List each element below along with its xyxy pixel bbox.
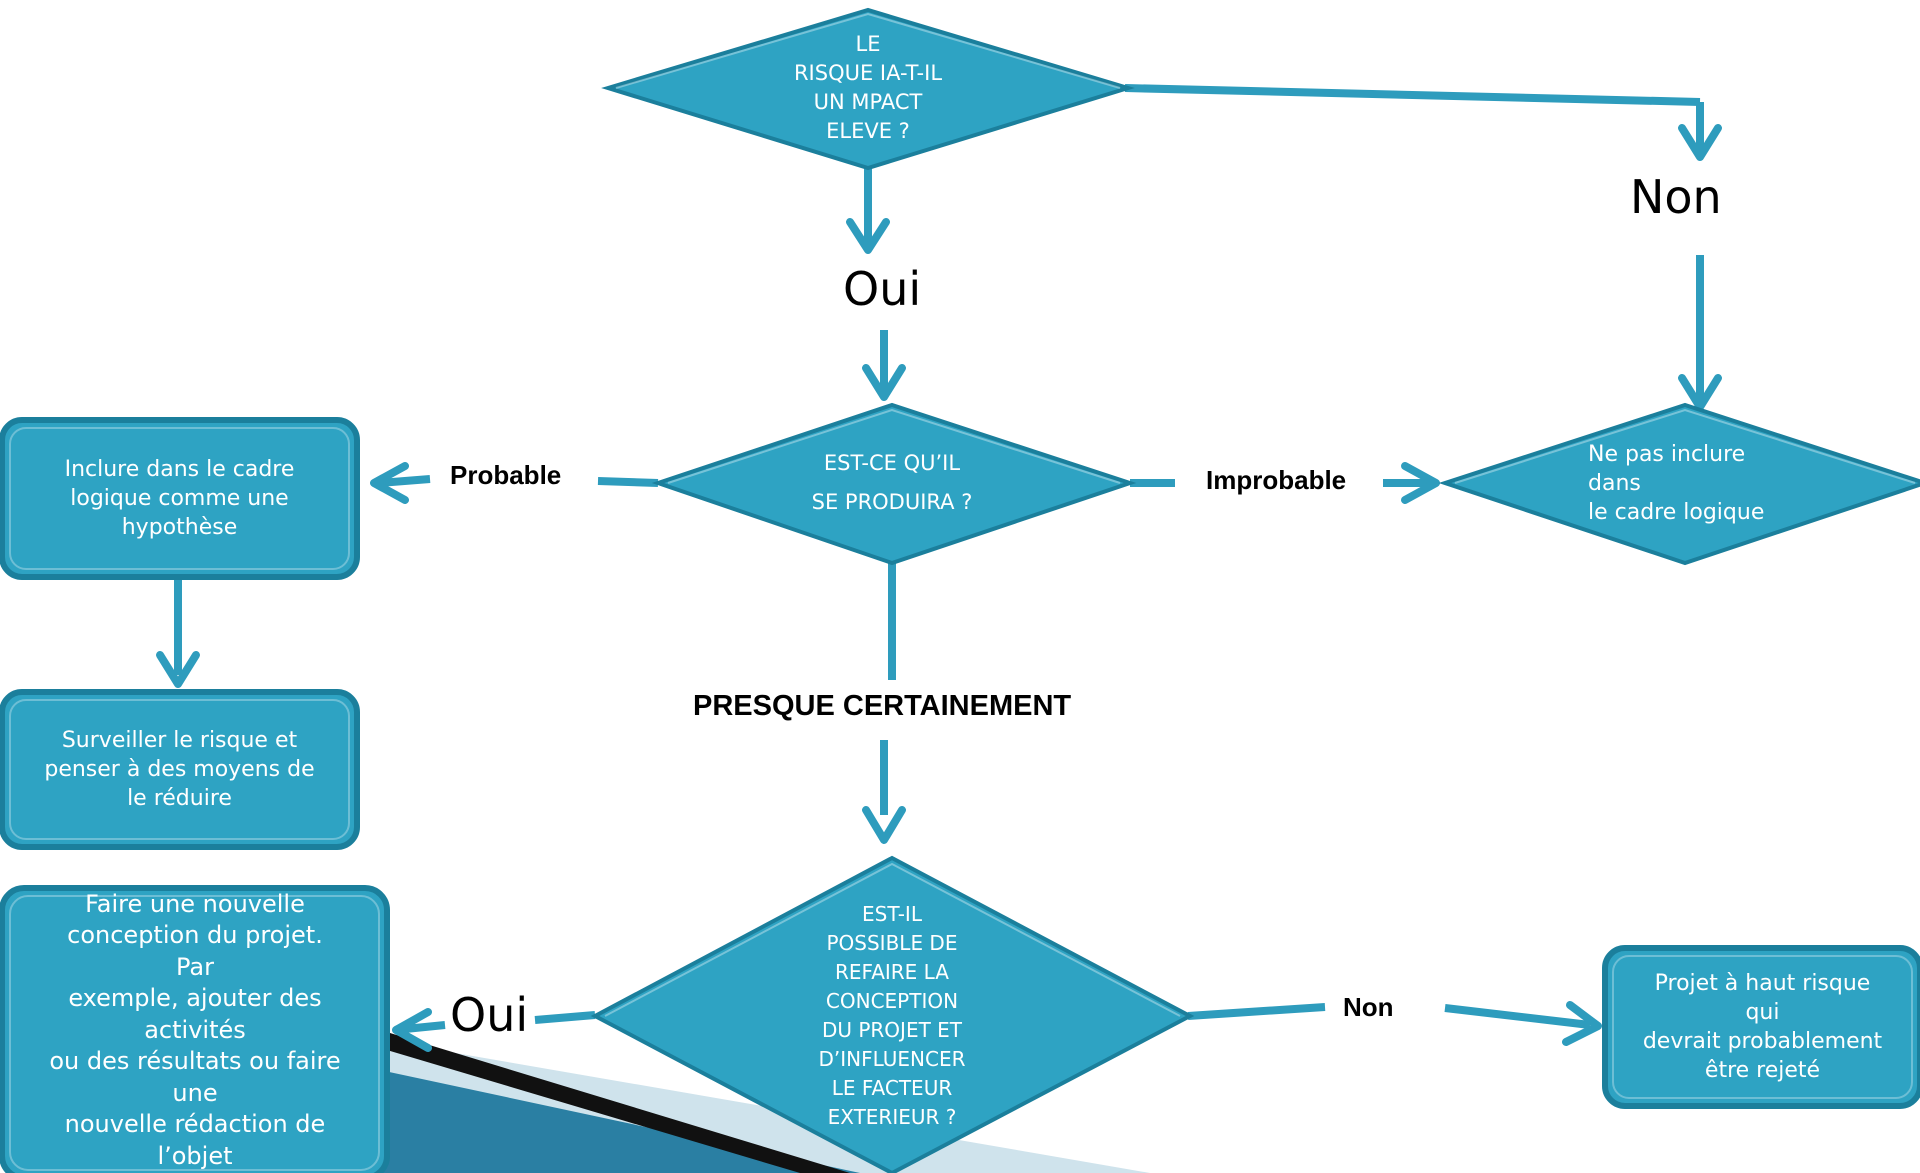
label-non-top: Non: [1630, 170, 1722, 224]
box-new-design-text: Faire une nouvelle conception du projet.…: [49, 889, 341, 1170]
box-monitor: [0, 689, 360, 850]
box-new-design: [0, 885, 390, 1173]
box-high-risk: [1602, 945, 1920, 1109]
label-improbable: Improbable: [1206, 465, 1347, 495]
diamond-probability-text: EST-CE QU’IL SE PRODUIRA ?: [811, 451, 973, 514]
box-include: [0, 417, 360, 580]
box-monitor-text: Surveiller le risque et penser à des moy…: [44, 728, 315, 811]
label-oui-bottom: Oui: [450, 988, 529, 1042]
diamond-exclude-text: Ne pas inclure dans le cadre logique: [1588, 441, 1765, 525]
box-high-risk-text: Projet à haut risque qui devrait probabl…: [1642, 971, 1883, 1083]
diamond-exclude: [1438, 402, 1920, 566]
diamond-impact-text: LE RISQUE IA-T-IL UN MPACT ELEVE ?: [793, 32, 943, 143]
diamond-redesign-text: EST-IL POSSIBLE DE REFAIRE LA CONCEPTION…: [818, 902, 966, 1129]
label-oui-top: Oui: [843, 262, 922, 316]
box-include-text: Inclure dans le cadre logique comme une …: [64, 457, 295, 540]
label-probable: Probable: [450, 460, 562, 490]
label-presque-certainement: PRESQUE CERTAINEMENT: [693, 690, 1072, 722]
arrow-heads: [156, 124, 1722, 1052]
label-non-bottom: Non: [1343, 992, 1394, 1022]
diamond-redesign: [590, 855, 1195, 1173]
diamond-impact: [601, 7, 1135, 171]
diamond-probability: [651, 402, 1137, 566]
